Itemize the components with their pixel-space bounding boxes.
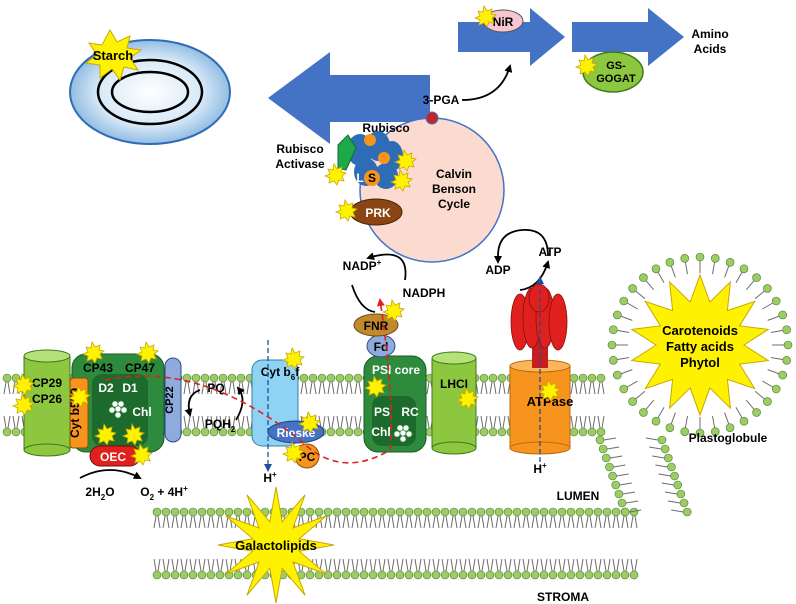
- nadp-label: NADP+: [343, 258, 382, 273]
- oxygen-label: O2 + 4H+: [140, 484, 188, 502]
- fnr-starburst: [381, 298, 405, 322]
- fd-label: Fd: [374, 340, 389, 354]
- cp26-label: CP26: [32, 392, 62, 406]
- cyt-b6f-h-plus-label: H+: [263, 470, 277, 485]
- pc-starburst: [281, 440, 305, 464]
- arrow-nadph-to-nadp: [366, 252, 407, 281]
- lumen-label: LUMEN: [557, 489, 600, 503]
- rubisco-activase-label-line2: Activase: [275, 157, 325, 171]
- lhci-label: LHCI: [440, 377, 468, 391]
- cp47-starburst: [135, 340, 159, 364]
- pc-label: PC: [299, 450, 316, 464]
- oec-starburst: [129, 442, 153, 466]
- amino-acids-label-line2: Acids: [694, 42, 727, 56]
- pqh2-label: PQH2: [205, 417, 236, 434]
- starch-starburst: [84, 28, 143, 82]
- arrow-to-starch: [268, 52, 430, 144]
- rieske-starburst: [297, 410, 321, 434]
- psi-chl-label: Chl: [371, 425, 390, 439]
- galactolipids-label: Galactolipids: [235, 538, 317, 553]
- psi-rc-ps-label: PS: [374, 405, 390, 419]
- arrow-to-amino: [572, 8, 684, 66]
- rubisco-enzyme: [347, 131, 403, 189]
- fnr-enzyme: [353, 313, 399, 337]
- arrow-atp-cycle-top: [497, 229, 549, 257]
- atp-label: ATP: [538, 245, 561, 259]
- fatty-acids-label: Fatty acids: [666, 339, 734, 354]
- calvin-label-line1: Calvin: [436, 167, 472, 181]
- activase-starburst: [323, 162, 347, 186]
- galactolipids-starburst: [217, 486, 335, 604]
- atpase-h-plus-label: H+: [533, 461, 547, 476]
- arrow-nadp-to-fnr: [351, 284, 376, 313]
- arrow-pq-reduction: [184, 389, 201, 417]
- cyt-b559-starburst: [67, 384, 91, 408]
- nadph-label: NADPH: [403, 286, 446, 300]
- adp-label: ADP: [485, 263, 510, 277]
- d1-label: D1: [122, 381, 138, 395]
- nir-starburst: [473, 4, 497, 28]
- starch-label: Starch: [93, 48, 134, 63]
- fnr-label: FNR: [364, 319, 389, 333]
- cp43-label: CP43: [83, 361, 113, 375]
- thylakoid-membrane-lower: [152, 435, 692, 580]
- psi-core-label: PSI core: [372, 363, 420, 377]
- lhci-starburst: [455, 386, 479, 410]
- calvin-label-line3: Cycle: [438, 197, 470, 211]
- d1-starburst: [121, 422, 145, 446]
- psi-rc-rc-label: RC: [401, 405, 419, 419]
- cp43-starburst: [81, 340, 105, 364]
- rubisco-starburst-2: [389, 168, 413, 192]
- carotenoids-label: Carotenoids: [662, 323, 738, 338]
- water-label: 2H2O: [85, 485, 114, 502]
- d2-label: D2: [98, 381, 114, 395]
- nir-label: NiR: [493, 15, 514, 29]
- cp29-starburst: [11, 372, 35, 396]
- psii-chlorophyll-icon: [108, 400, 128, 419]
- prk-starburst: [334, 198, 358, 222]
- gs-gogat-label-line2: GOGAT: [596, 73, 636, 85]
- amino-acids-label-line1: Amino: [691, 27, 728, 41]
- atpase-starburst: [537, 378, 561, 402]
- rubisco-large-subunit-label: L: [356, 171, 363, 185]
- arrow-pqh2-oxidation: [235, 386, 245, 421]
- rubisco-small-subunit-label: S: [368, 171, 376, 185]
- cyt-b6f-starburst: [281, 346, 305, 370]
- stroma-label: STROMA: [537, 590, 589, 604]
- arrow-water-splitting: [79, 469, 142, 479]
- cp22-label: CP22: [164, 386, 176, 414]
- rubisco-activase-label-line1: Rubisco: [276, 142, 323, 156]
- calvin-label-line2: Benson: [432, 182, 476, 196]
- d2-starburst: [93, 422, 117, 446]
- atpase-label: ATPase: [527, 394, 574, 409]
- psi-chlorophyll-icon: [393, 424, 413, 443]
- cp47-label: CP47: [125, 361, 155, 375]
- pga-label: 3-PGA: [423, 93, 460, 107]
- pq-label: PQ: [207, 381, 224, 395]
- psii-chl-label: Chl: [132, 405, 151, 419]
- plastoglobule: [607, 252, 793, 438]
- oec-label: OEC: [100, 450, 126, 464]
- cp26-starburst: [11, 392, 35, 416]
- gs-gogat-starburst: [574, 53, 598, 77]
- rubisco-activase-enzyme: [337, 134, 357, 171]
- plastoglobule-starburst: [630, 273, 770, 417]
- electron-transport-path: [104, 298, 393, 464]
- psi-starburst: [363, 374, 387, 398]
- rubisco-label: Rubisco: [362, 121, 409, 135]
- pga-dot: [425, 111, 439, 125]
- gs-gogat-label-line1: GS-: [606, 60, 626, 72]
- rubisco-starburst-1: [393, 148, 417, 172]
- arrow-pga-to-nitrogen: [461, 64, 513, 101]
- phytol-label: Phytol: [680, 355, 720, 370]
- plastoglobule-label: Plastoglobule: [689, 431, 768, 445]
- cp29-label: CP29: [32, 376, 62, 390]
- prk-label: PRK: [365, 206, 391, 220]
